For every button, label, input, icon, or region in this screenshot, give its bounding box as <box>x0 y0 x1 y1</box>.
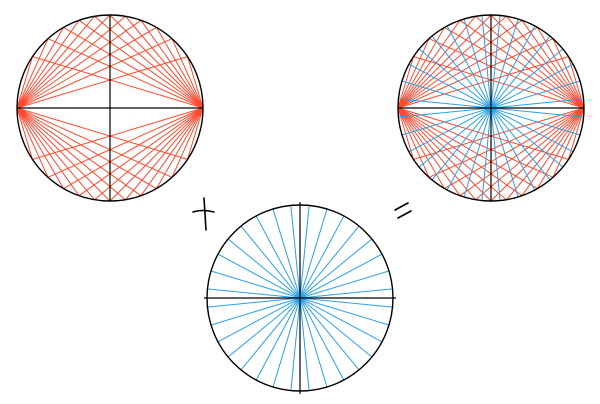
chord-line <box>140 20 204 109</box>
chord-line <box>490 14 585 109</box>
chord-line <box>397 15 507 109</box>
chord-line <box>397 27 445 109</box>
chord-line <box>397 107 430 178</box>
chord-line <box>16 107 111 202</box>
chord-line <box>397 14 492 109</box>
chord-line <box>397 107 445 189</box>
chord-line <box>16 15 95 109</box>
chord-pattern-circle <box>16 14 204 202</box>
chord-line <box>78 107 204 197</box>
chord-line <box>16 15 126 109</box>
chord-line <box>459 107 585 197</box>
chord-line <box>475 107 585 201</box>
chord-line <box>397 107 523 197</box>
chord-line <box>109 14 204 109</box>
chord-line <box>16 107 173 178</box>
chord-line <box>187 107 204 160</box>
chord-line <box>16 56 33 109</box>
chord-line <box>397 20 461 109</box>
chord-line <box>397 107 492 202</box>
chord-line <box>156 27 204 109</box>
chord-line <box>16 107 126 201</box>
chord-line <box>16 14 111 109</box>
circle-outline <box>397 14 585 202</box>
chord-line <box>63 107 204 189</box>
chord-line <box>428 107 585 178</box>
chord-line <box>156 107 204 189</box>
chord-line <box>16 107 33 160</box>
chord-line <box>16 107 142 197</box>
chord-line <box>397 19 523 109</box>
chord-line <box>552 107 585 178</box>
chord-line <box>16 27 64 109</box>
chord-line <box>16 38 49 109</box>
chord-line <box>16 19 142 109</box>
chord-line <box>475 15 585 109</box>
chord-line <box>397 107 461 196</box>
chord-line <box>16 107 188 160</box>
chord-line <box>397 107 476 201</box>
chord-line <box>16 20 80 109</box>
chord-line <box>125 15 204 109</box>
chord-line <box>16 107 95 201</box>
chord-line <box>47 107 204 178</box>
chord-line <box>506 15 585 109</box>
chord-line <box>32 56 204 109</box>
chord-line <box>521 20 585 109</box>
chord-line <box>171 38 204 109</box>
circle-outline <box>16 14 204 202</box>
chord-line <box>397 27 538 109</box>
chord-line <box>444 27 585 109</box>
chord-line <box>109 107 204 202</box>
chord-line <box>397 107 538 189</box>
plus-sign <box>192 197 215 231</box>
chord-line <box>16 56 188 109</box>
chord-line <box>171 107 204 178</box>
chord-line <box>16 27 157 109</box>
chord-line <box>397 15 476 109</box>
chord-line <box>16 107 80 196</box>
chord-line <box>140 107 204 196</box>
chord-line <box>506 107 585 201</box>
chord-line <box>78 19 204 109</box>
chord-line <box>428 38 585 109</box>
chord-line <box>63 27 204 109</box>
chord-line <box>16 38 173 109</box>
chord-line <box>537 107 585 189</box>
chord-line <box>397 107 554 178</box>
chord-line <box>94 15 204 109</box>
chord-line <box>16 107 64 189</box>
combined-pattern-circle <box>397 14 585 202</box>
chord-line <box>397 38 430 109</box>
chord-line <box>537 27 585 109</box>
chord-line <box>47 38 204 109</box>
chord-line <box>125 107 204 201</box>
chord-line <box>16 107 157 189</box>
circle-outline <box>206 204 394 392</box>
equals-sign <box>394 202 412 219</box>
chord-line <box>32 107 204 160</box>
chord-line <box>94 107 204 201</box>
chord-line <box>490 107 585 202</box>
chord-line <box>187 56 204 109</box>
chord-line <box>16 107 49 178</box>
chord-line <box>552 38 585 109</box>
chord-line <box>521 107 585 196</box>
chord-line <box>459 19 585 109</box>
chord-line <box>444 107 585 189</box>
chord-line <box>397 107 507 201</box>
chord-line <box>397 38 554 109</box>
spoke-pattern-circle <box>204 202 396 394</box>
